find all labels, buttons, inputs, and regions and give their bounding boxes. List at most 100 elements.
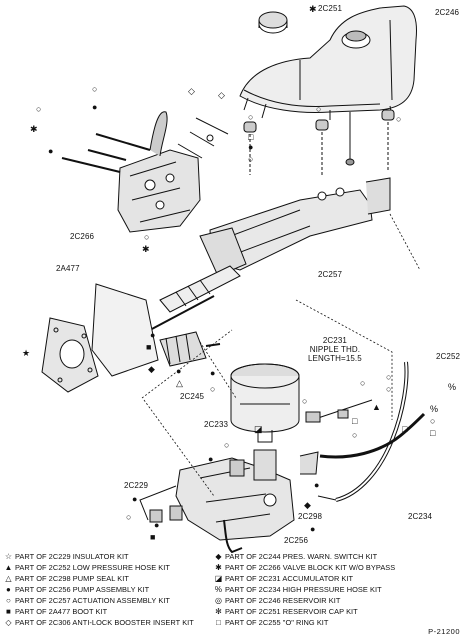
marker: □ [248, 132, 254, 142]
marker: ◆ [304, 500, 311, 510]
marker: ● [176, 366, 181, 376]
legend-symbol: ▲ [4, 563, 13, 572]
legend-symbol: △ [5, 574, 12, 583]
marker: ○ [144, 232, 149, 242]
legend-symbol: % [214, 585, 223, 594]
marker: ○ [126, 512, 131, 522]
legend-item: ◎PART OF 2C246 RESERVOIR KIT [214, 596, 340, 606]
marker: ○ [92, 84, 97, 94]
leader-lines [141, 213, 421, 497]
legend-symbol: ◆ [215, 552, 222, 561]
marker: ○ [386, 372, 391, 382]
label-high-pressure-hose: 2C234 [408, 512, 433, 521]
legend-symbol: ○ [6, 596, 11, 605]
label-reservoir: 2C246 [435, 8, 460, 17]
marker: ■ [150, 532, 155, 542]
marker: △ [176, 378, 183, 388]
legend-symbol: ◇ [5, 618, 12, 627]
marker: ○ [360, 378, 365, 388]
label-actuation-assembly: 2C257 [318, 270, 343, 279]
legend-symbol: ● [6, 585, 11, 594]
marker: ◇ [218, 90, 225, 100]
marker: ○ [248, 112, 253, 122]
marker: ● [248, 142, 253, 152]
marker: ● [150, 330, 155, 340]
marker: ✱ [309, 4, 317, 14]
legend-item: □ PART OF 2C255 "O" RING KIT [214, 618, 328, 628]
marker: ● [92, 102, 97, 112]
marker: ○ [248, 154, 253, 164]
reservoir-cap-drawing [258, 11, 288, 34]
hoses-drawing [305, 361, 426, 502]
mounting-plate-drawing [41, 283, 159, 393]
marker: ◆ [148, 364, 155, 374]
marker: ● [48, 146, 53, 156]
marker: ○ [386, 384, 391, 394]
legend-symbol: ✻ [215, 607, 222, 616]
label-switch-kit: 2C256 [284, 536, 309, 545]
legend: ☆PART OF 2C229 INSULATOR KIT ▲PART OF 2C… [4, 552, 424, 636]
legend-item: ◆PART OF 2C244 PRES. WARN. SWITCH KIT [214, 552, 377, 562]
marker: ○ [396, 114, 401, 124]
marker: ● [210, 368, 215, 378]
marker: ✱ [142, 244, 150, 254]
legend-text: PART OF 2C229 INSULATOR KIT [15, 552, 129, 561]
marker: % [430, 404, 438, 414]
legend-item: ○ PART OF 2C257 ACTUATION ASSEMBLY KIT [4, 596, 170, 606]
marker: ● [208, 454, 213, 464]
legend-text: PART OF 2A477 BOOT KIT [15, 607, 108, 616]
marker: ○ [430, 416, 435, 426]
marker: ○ [224, 440, 229, 450]
marker: ★ [22, 348, 30, 358]
marker: ● [314, 480, 319, 490]
legend-text: PART OF 2C255 "O" RING KIT [225, 618, 329, 627]
legend-symbol: ■ [6, 607, 11, 616]
label-pump-assembly: 2C229 [124, 481, 149, 490]
legend-symbol: ✱ [215, 563, 222, 572]
marker: ◪ [254, 424, 263, 434]
pump-motor-drawing [159, 331, 221, 367]
marker: □ [430, 428, 436, 438]
marker: ○ [302, 396, 307, 406]
legend-item: ✱PART OF 2C266 VALVE BLOCK KIT W/O BYPAS… [214, 563, 395, 573]
legend-item: ☆PART OF 2C229 INSULATOR KIT [4, 552, 129, 562]
legend-item: △PART OF 2C298 PUMP SEAL KIT [4, 574, 129, 584]
actuation-assembly-drawing [199, 177, 391, 277]
accumulator-drawing [230, 363, 300, 443]
legend-text: PART OF 2C252 LOW PRESSURE HOSE KIT [15, 563, 170, 572]
valve-block-drawing [117, 111, 201, 233]
legend-symbol: ◪ [214, 574, 223, 583]
label-reservoir-cap: 2C251 [318, 4, 343, 13]
marker: ✱ [30, 124, 38, 134]
legend-text: PART OF 2C246 RESERVOIR KIT [225, 596, 341, 605]
marker: ○ [210, 384, 215, 394]
bolts [61, 117, 229, 173]
legend-text: PART OF 2C251 RESERVOIR CAP KIT [225, 607, 358, 616]
marker: ○ [316, 104, 321, 114]
legend-item: ◇PART OF 2C306 ANTI-LOCK BOOSTER INSERT … [4, 618, 194, 628]
reservoir-drawing [239, 5, 417, 120]
legend-symbol: □ [216, 618, 221, 627]
marker: □ [352, 416, 358, 426]
legend-item: ●PART OF 2C256 PUMP ASSEMBLY KIT [4, 585, 149, 595]
marker: ◇ [188, 86, 195, 96]
legend-symbol: ☆ [4, 552, 13, 561]
label-accumulator: 2C233 [204, 420, 229, 429]
legend-text: PART OF 2C244 PRES. WARN. SWITCH KIT [225, 552, 378, 561]
legend-item: ◪PART OF 2C231 ACCUMULATOR KIT [214, 574, 353, 584]
marker: ○ [36, 104, 41, 114]
label-o-ring: 2C298 [298, 512, 323, 521]
legend-text: PART OF 2C298 PUMP SEAL KIT [15, 574, 129, 583]
label-pressure-hose: 2C252 [436, 352, 461, 361]
legend-text: PART OF 2C234 HIGH PRESSURE HOSE KIT [225, 585, 382, 594]
legend-item: ■ PART OF 2A477 BOOT KIT [4, 607, 107, 617]
label-boot: 2A477 [56, 264, 80, 273]
pump-assembly-drawing [139, 449, 319, 554]
legend-item: %PART OF 2C234 HIGH PRESSURE HOSE KIT [214, 585, 382, 595]
legend-item: ✻PART OF 2C251 RESERVOIR CAP KIT [214, 607, 358, 617]
marker: ● [132, 494, 137, 504]
legend-text: PART OF 2C257 ACTUATION ASSEMBLY KIT [15, 596, 170, 605]
marker: ▲ [372, 402, 381, 412]
marker: ● [310, 524, 315, 534]
